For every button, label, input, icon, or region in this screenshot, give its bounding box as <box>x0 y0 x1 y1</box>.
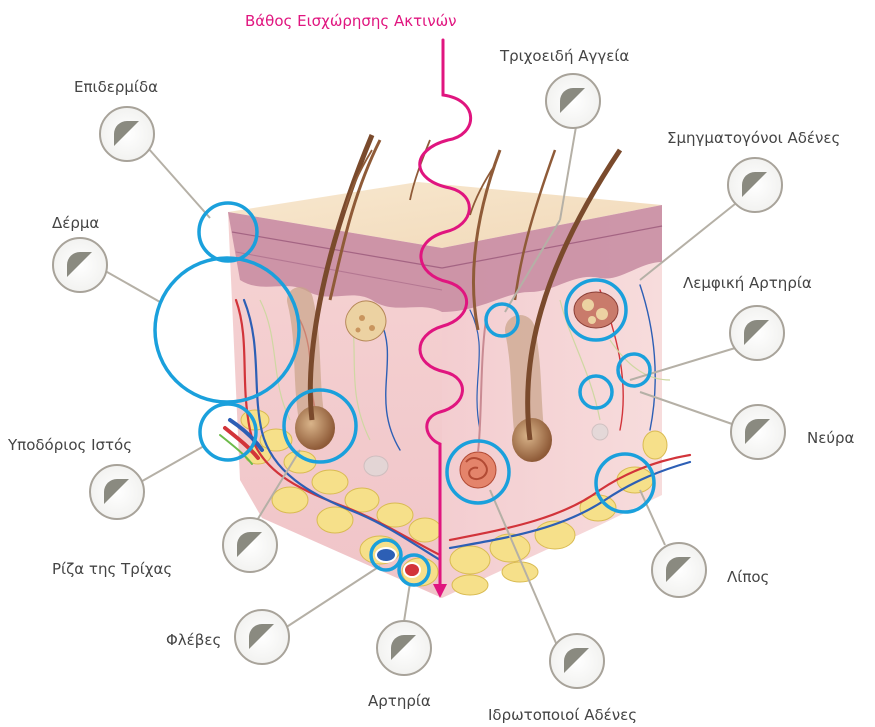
label-artery: Αρτηρία <box>368 692 431 710</box>
marker-capillaries[interactable] <box>546 74 600 128</box>
label-sebaceous-glands: Σμηγματογόνοι Αδένες <box>667 129 840 147</box>
label-veins: Φλέβες <box>166 631 221 649</box>
label-subcutaneous: Υποδόριος Ιστός <box>8 436 132 454</box>
marker-nerves[interactable] <box>731 405 785 459</box>
marker-derma[interactable] <box>53 238 107 292</box>
label-hair-root: Ρίζα της Τρίχας <box>52 560 172 578</box>
sebaceous-gland-right <box>574 292 618 328</box>
label-capillaries: Τριχοειδή Αγγεία <box>500 47 629 65</box>
marker-lymph-artery[interactable] <box>730 306 784 360</box>
marker-sweat-glands[interactable] <box>550 634 604 688</box>
marker-epidermis[interactable] <box>100 107 154 161</box>
label-nerves: Νεύρα <box>807 429 854 447</box>
label-sweat-glands: Ιδρωτοποιοί Αδένες <box>488 706 637 724</box>
label-derma: Δέρμα <box>52 214 99 232</box>
label-epidermis: Επιδερμίδα <box>74 78 158 96</box>
sebaceous-gland-left <box>346 301 386 341</box>
marker-subcutaneous[interactable] <box>90 465 144 519</box>
marker-fat[interactable] <box>652 543 706 597</box>
label-fat: Λίπος <box>727 568 769 586</box>
marker-artery[interactable] <box>377 621 431 675</box>
depth-title: Βάθος Εισχώρησης Ακτινών <box>245 12 457 30</box>
marker-sebaceous-glands[interactable] <box>728 158 782 212</box>
marker-hair-root[interactable] <box>223 518 277 572</box>
marker-veins[interactable] <box>235 610 289 664</box>
label-lymph-artery: Λεμφική Αρτηρία <box>683 274 812 292</box>
